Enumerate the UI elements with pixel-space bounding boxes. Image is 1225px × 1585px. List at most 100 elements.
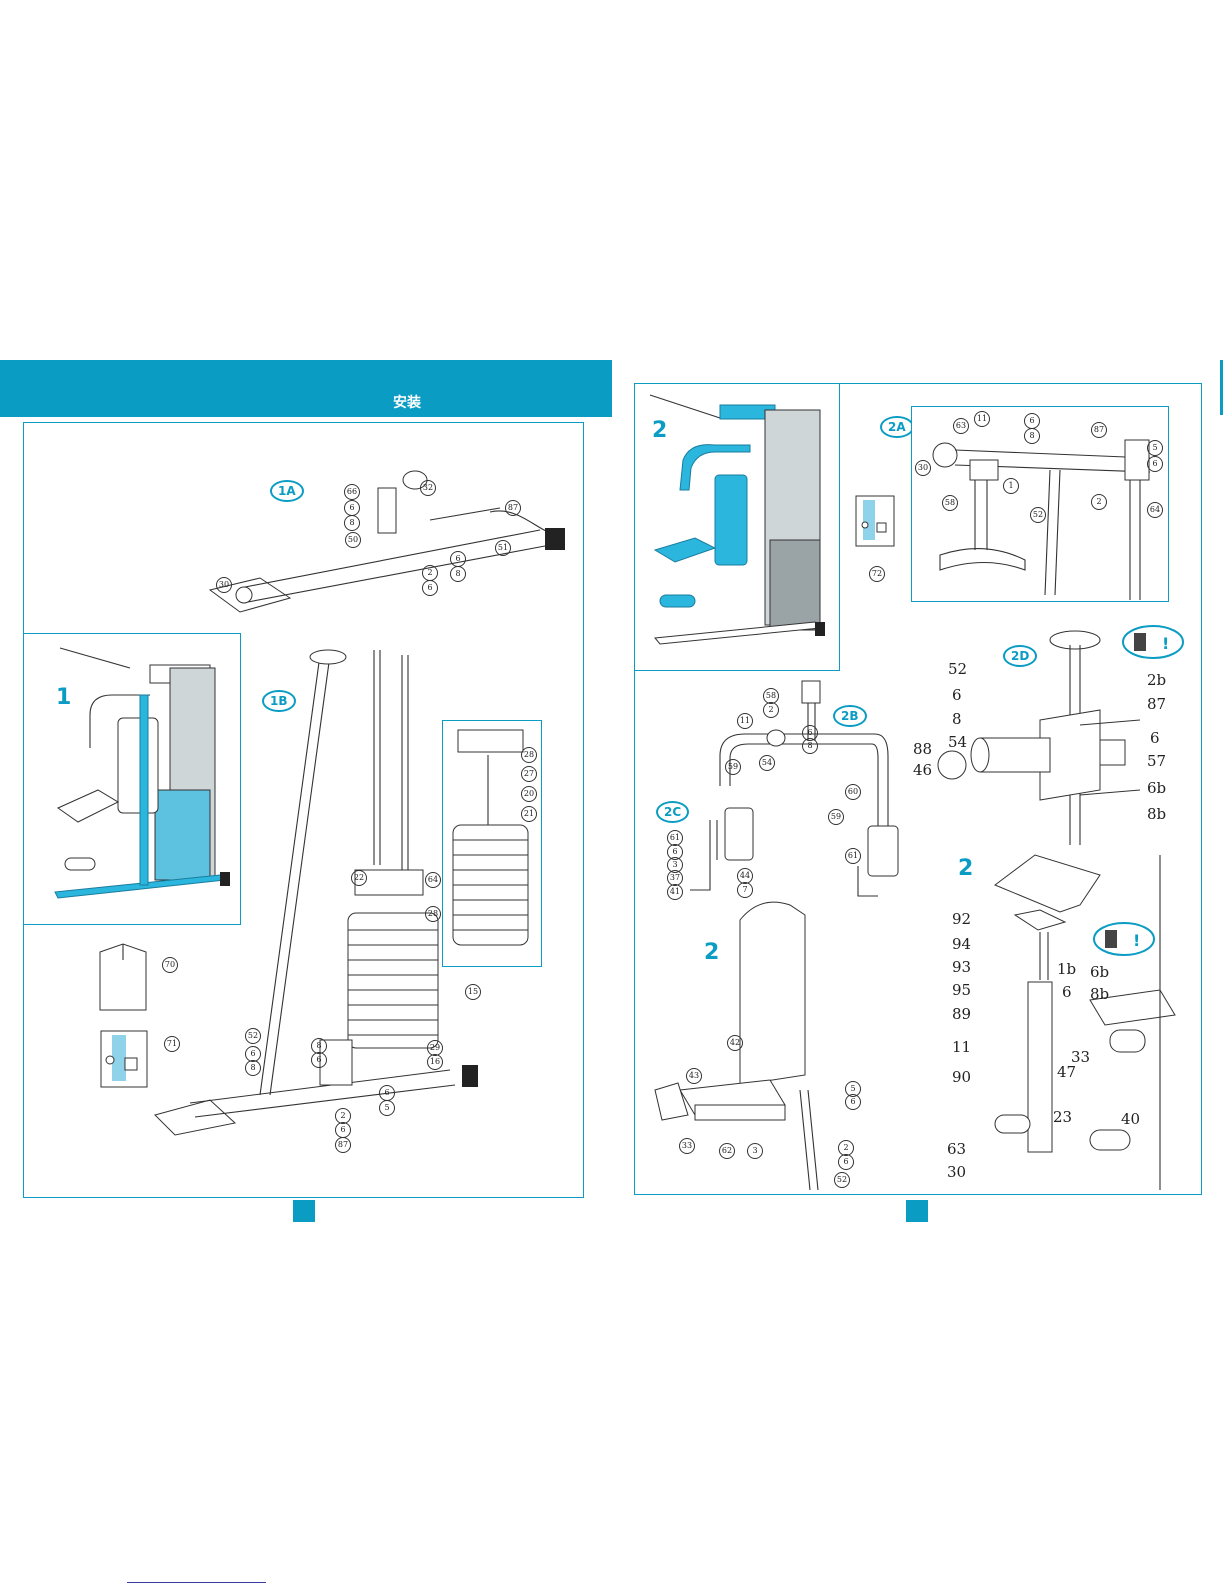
callout: 6	[838, 1154, 854, 1170]
callout: 16	[427, 1054, 443, 1070]
callout: 95	[952, 981, 972, 999]
page-number-left	[293, 1200, 315, 1222]
figure-label-2-back: 2	[704, 940, 720, 965]
callout: 28	[521, 747, 537, 763]
figure-1b-drawing	[154, 649, 478, 1136]
figure-1a-drawing	[208, 470, 565, 613]
callout: 1b	[1057, 960, 1077, 978]
callout: 2	[763, 702, 779, 718]
callout: 5	[1147, 440, 1163, 456]
figure-2b-drawing	[719, 680, 899, 897]
callout: 94	[952, 935, 972, 953]
callout: 64	[425, 872, 441, 888]
callout: 6	[1024, 413, 1040, 429]
callout: 8b	[1090, 985, 1110, 1003]
callout: 7	[737, 882, 753, 898]
callout: 72	[869, 566, 885, 582]
callout: 6b	[1090, 963, 1110, 981]
figure-label-1a: 1A	[270, 480, 304, 502]
callout: 50	[345, 532, 361, 548]
manual-booklet-icon	[99, 943, 147, 1011]
callout: 60	[845, 784, 861, 800]
callout: 71	[164, 1036, 180, 1052]
figure-label-1: 1	[56, 685, 72, 710]
callout: 66	[344, 484, 360, 500]
callout: 89	[952, 1005, 972, 1023]
callout: 61	[845, 848, 861, 864]
callout: 23	[1053, 1108, 1073, 1126]
hardware-bag-72-icon	[855, 495, 895, 547]
figure-1b-inset-drawing	[452, 729, 529, 946]
callout: 87	[1091, 422, 1107, 438]
figure-label-2-seat: 2	[958, 856, 974, 881]
callout: 42	[727, 1035, 743, 1051]
callout: 8b	[1147, 805, 1167, 823]
figure-2c-drawing	[690, 807, 754, 891]
callout: 58	[942, 495, 958, 511]
callout: 54	[948, 733, 968, 751]
callout: 92	[952, 910, 972, 928]
callout: 52	[1030, 507, 1046, 523]
figure-2d-drawing	[937, 630, 1141, 845]
callout: 59	[828, 809, 844, 825]
callout: 63	[953, 418, 969, 434]
callout: 27	[521, 766, 537, 782]
right-edge-marker	[1220, 360, 1223, 415]
callout: 41	[667, 884, 683, 900]
callout: 6	[845, 1094, 861, 1110]
callout: 46	[913, 761, 933, 779]
svg-text:!: !	[1133, 931, 1140, 950]
callout: 6	[1147, 456, 1163, 472]
callout: 8	[450, 566, 466, 582]
figure-2-seat-drawing	[993, 854, 1176, 1190]
callout: 52	[834, 1172, 850, 1188]
callout: 93	[952, 958, 972, 976]
callout: 6	[311, 1052, 327, 1068]
callout: 63	[947, 1140, 967, 1158]
callout: 90	[952, 1068, 972, 1086]
callout: 3	[747, 1143, 763, 1159]
callout: 8	[1024, 428, 1040, 444]
callout: 11	[737, 713, 753, 729]
figure-label-2-main: 2	[652, 418, 668, 443]
callout: 2b	[1147, 671, 1167, 689]
callout: 11	[952, 1038, 972, 1056]
figure-2a-drawing	[932, 439, 1151, 600]
header-bar	[0, 360, 612, 417]
hardware-bag-icon	[100, 1030, 148, 1088]
warning-spring-icon-seat: !	[1093, 922, 1155, 956]
callout: 62	[719, 1143, 735, 1159]
callout: 22	[351, 870, 367, 886]
callout: 5	[379, 1100, 395, 1116]
callout: 59	[725, 759, 741, 775]
figure-label-2d: 2D	[1003, 645, 1038, 667]
callout: 21	[521, 806, 537, 822]
callout: 30	[947, 1163, 967, 1181]
page-title: 安装	[393, 395, 421, 411]
svg-text:!: !	[1162, 634, 1169, 653]
callout: 51	[495, 540, 511, 556]
callout: 6	[1062, 983, 1072, 1001]
callout: 88	[913, 740, 933, 758]
callout: 30	[216, 577, 232, 593]
callout: 70	[162, 957, 178, 973]
callout: 1	[1003, 478, 1019, 494]
callout: 20	[521, 786, 537, 802]
callout: 87	[335, 1137, 351, 1153]
figure-label-2b: 2B	[833, 705, 867, 727]
callout: 28	[425, 906, 441, 922]
figure-2-back-drawing	[654, 901, 819, 1191]
callout: 6	[379, 1085, 395, 1101]
callout: 32	[420, 480, 436, 496]
callout: 6	[450, 551, 466, 567]
page-number-right	[906, 1200, 928, 1222]
figure-2-drawing	[649, 394, 825, 645]
callout: 54	[759, 755, 775, 771]
figure-2a-box	[911, 406, 1169, 602]
callout: 6	[952, 686, 962, 704]
callout: 52	[245, 1028, 261, 1044]
callout: 87	[505, 500, 521, 516]
callout: 11	[974, 411, 990, 427]
callout: 8	[802, 738, 818, 754]
figure-1-drawing	[54, 647, 230, 899]
